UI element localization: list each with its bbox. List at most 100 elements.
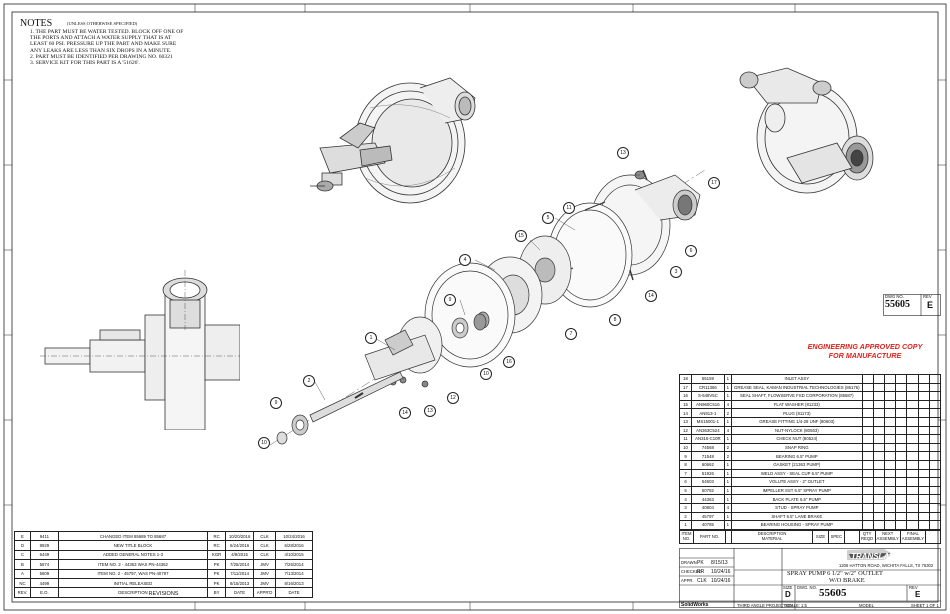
bom-empty-cell — [895, 374, 908, 384]
callout-balloon: 1 — [365, 332, 377, 344]
approved-date: 10/24/16 — [711, 578, 731, 584]
bom-empty-cell — [928, 520, 942, 530]
bom-part-no: 40804 — [691, 502, 725, 513]
bom-empty-cell — [872, 425, 886, 436]
revision-header-appd: APPR'D — [253, 587, 277, 598]
revision-appd: JMV — [253, 568, 277, 579]
bom-description: SEAL SHAFT, FLOWSERVE FSD CORPORATION (8… — [731, 391, 863, 401]
bom-description: VOLUTE ASSY - 2" OUTLET — [731, 477, 863, 487]
revision-desc: INITIAL RELEASED — [57, 577, 209, 589]
bom-empty-cell — [883, 434, 897, 444]
notes-title: NOTES — [20, 18, 53, 29]
dwg-number-box: DWG NO. REV 55605 E — [883, 294, 941, 316]
note-line: 1. THE PART MUST BE WATER TESTED. BLOCK … — [30, 29, 184, 35]
isometric-view-top — [310, 77, 476, 204]
revision-date2: 7/26/2014 — [275, 559, 313, 570]
bom-empty-cell — [928, 468, 942, 479]
bom-description: WELD ASSY - SEAL CUP 6.5" PUMP — [731, 468, 863, 479]
bom-qty: 2 — [723, 442, 733, 453]
revision-header-date2: DATE — [275, 587, 313, 598]
bom-part-no: AN363C524 — [691, 425, 725, 436]
revision-desc: NEW TITLE BLOCK — [57, 540, 209, 551]
bom-empty-cell — [906, 520, 919, 530]
bom-empty-cell — [883, 408, 897, 418]
bom-qty: 4 — [723, 502, 733, 513]
bom-empty-cell — [861, 451, 874, 461]
bom-qty: 4 — [723, 425, 733, 436]
bom-empty-cell — [917, 451, 930, 461]
drawn-by: PK — [697, 560, 704, 566]
bom-empty-cell — [928, 391, 942, 401]
revision-eo: 9411 — [29, 530, 59, 542]
bom-item-no: 3 — [678, 502, 693, 513]
bom-empty-cell — [895, 451, 908, 461]
callout-balloon: 2 — [303, 375, 315, 387]
bom-empty-cell — [917, 459, 930, 470]
revision-appd: JMV — [253, 559, 277, 570]
company-logo — [847, 549, 893, 560]
bom-part-no: S-548V5C — [691, 391, 725, 401]
bom-empty-cell — [883, 485, 897, 496]
bom-part-no: 45797 — [691, 511, 725, 522]
bom-empty-cell — [917, 442, 930, 453]
bom-empty-cell — [917, 416, 930, 427]
bom-empty-cell — [917, 391, 930, 401]
approval-line-1: ENGINEERING APPROVED COPY — [807, 342, 923, 351]
bom-item-no: 8 — [678, 459, 693, 470]
bom-part-no: AN960C516 — [691, 399, 725, 410]
revision-desc: ADDED GENERAL NOTES 1-3 — [57, 549, 209, 561]
bom-empty-cell — [883, 468, 897, 479]
bom-empty-cell — [872, 502, 886, 513]
bom-empty-cell — [872, 459, 886, 470]
bom-part-no: MS15001-1 — [691, 416, 725, 427]
bom-empty-cell — [883, 459, 897, 470]
bom-empty-cell — [872, 434, 886, 444]
bom-empty-cell — [861, 416, 874, 427]
bom-empty-cell — [928, 477, 942, 487]
company-address: 1206 HATTON ROAD, WICHITA FALLS, TX 7630… — [839, 563, 934, 568]
dwg-no-label: DWG NO. — [885, 294, 904, 299]
dwg-rev-label: REV — [923, 294, 932, 299]
bom-part-no: 51926 — [691, 468, 725, 479]
bom-empty-cell — [917, 374, 930, 384]
bom-description: GASKET (21363 PUMP) — [731, 459, 863, 470]
callout-balloon: 11 — [563, 202, 575, 214]
bom-empty-cell — [861, 502, 874, 513]
bom-empty-cell — [861, 434, 874, 444]
bom-empty-cell — [906, 442, 919, 453]
revision-desc: ITEM NO. 2 - 45797, WAS PN-40797 — [57, 568, 209, 579]
bom-item-no: 16 — [678, 391, 693, 401]
bom-empty-cell — [872, 477, 886, 487]
bom-empty-cell — [883, 416, 897, 427]
bom-empty-cell — [895, 477, 908, 487]
note-line: 2. PART MUST BE IDENTIFIED PER DRAWING N… — [30, 53, 173, 60]
callout-balloon: 10 — [258, 437, 270, 449]
bom-description: CHECK NUT (80524) — [731, 434, 863, 444]
callout-balloon: 14 — [399, 407, 411, 419]
side-view — [40, 270, 240, 430]
bom-description: BEARING 6.5" PUMP — [731, 451, 863, 461]
bom-empty-cell — [861, 477, 874, 487]
dwg-rev: E — [927, 300, 934, 310]
bom-item-no: 12 — [678, 425, 693, 436]
bom-qty: 1 — [723, 382, 733, 393]
bom-empty-cell — [872, 520, 886, 530]
bom-description: SNAP RING — [731, 442, 863, 453]
callout-balloon: 12 — [447, 392, 459, 404]
bom-item-no: 17 — [678, 382, 693, 393]
bom-empty-cell — [917, 511, 930, 522]
callout-balloon: 10 — [480, 368, 492, 380]
bom-empty-cell — [861, 425, 874, 436]
revision-by: PK — [207, 568, 227, 579]
notes-subtitle: (UNLESS OTHERWISE SPECIFIED) — [67, 21, 138, 26]
bom-empty-cell — [906, 399, 919, 410]
